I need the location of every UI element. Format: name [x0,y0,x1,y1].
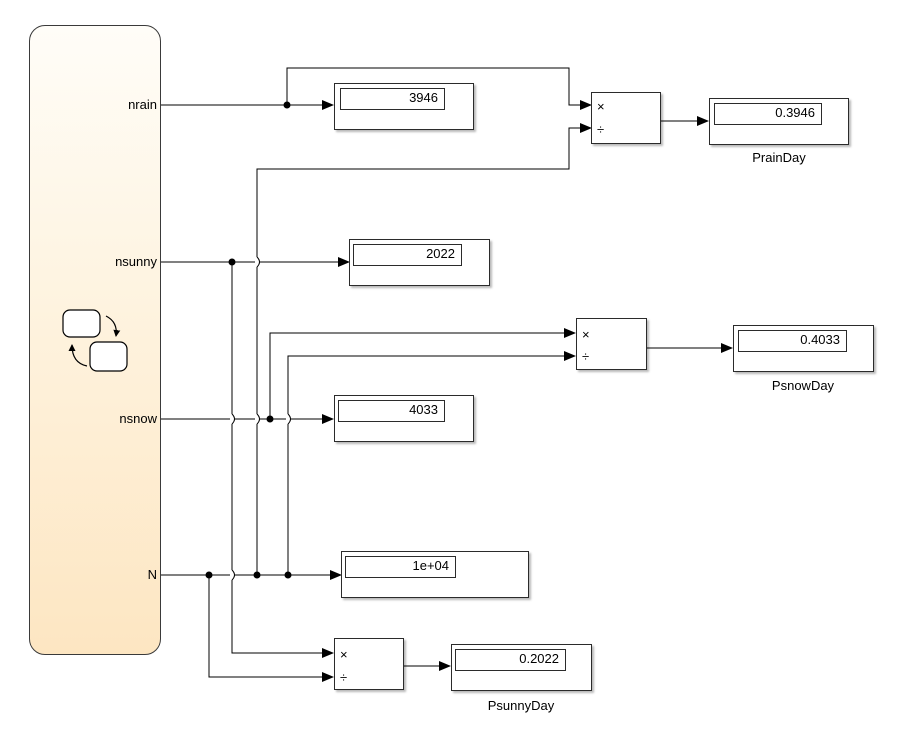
branch-point [283,101,291,109]
display-value: 1e+04 [345,556,456,578]
n-to-psnow-divide-line [287,351,576,575]
port-label-nsnow: nsnow [119,411,157,426]
display-block-psnowday[interactable]: 0.4033 [733,325,874,372]
divide-sign: ÷ [597,122,605,137]
display-value: 2022 [353,244,462,266]
nsunny-to-psunny-divide-line [231,262,334,658]
branch-point [253,571,261,579]
display-block-nsnow[interactable]: 4033 [334,395,474,442]
divide-sign: ÷ [582,349,590,364]
divide-block-prain[interactable]: × ÷ [591,92,661,144]
branch-point [284,571,292,579]
port-label-nsunny: nsunny [115,254,157,269]
display-block-psunnyday[interactable]: 0.2022 [451,644,592,691]
multiply-sign: × [582,327,590,342]
display-value: 0.2022 [455,649,566,671]
display-value: 4033 [338,400,445,422]
nrain-to-prain-divide-line [286,67,592,110]
branch-point [205,571,213,579]
block-name-prainday: PrainDay [752,150,806,165]
n-to-psunny-divide-line [208,575,334,682]
branch-point [228,258,236,266]
stateflow-chart-icon [62,309,128,372]
divide-sign: ÷ [340,670,348,685]
block-name-psnowday: PsnowDay [771,378,835,393]
divide-block-psnow[interactable]: × ÷ [576,318,647,370]
n-to-prain-divide-line [256,123,592,575]
display-block-prainday[interactable]: 0.3946 [709,98,849,145]
multiply-sign: × [340,647,348,662]
branch-point [266,415,274,423]
display-value: 3946 [340,88,445,110]
port-label-n: N [147,567,157,582]
multiply-sign: × [597,99,605,114]
display-block-nrain[interactable]: 3946 [334,83,474,130]
display-value: 0.4033 [738,330,847,352]
port-label-nrain: nrain [128,97,157,112]
block-name-psunnyday: PsunnyDay [487,698,555,713]
divide-block-psunny[interactable]: × ÷ [334,638,404,690]
display-block-nsunny[interactable]: 2022 [349,239,490,286]
display-block-n[interactable]: 1e+04 [341,551,529,598]
nsnow-to-psnow-divide-line [269,328,576,419]
display-value: 0.3946 [714,103,822,125]
stateflow-chart-block[interactable] [29,25,161,655]
